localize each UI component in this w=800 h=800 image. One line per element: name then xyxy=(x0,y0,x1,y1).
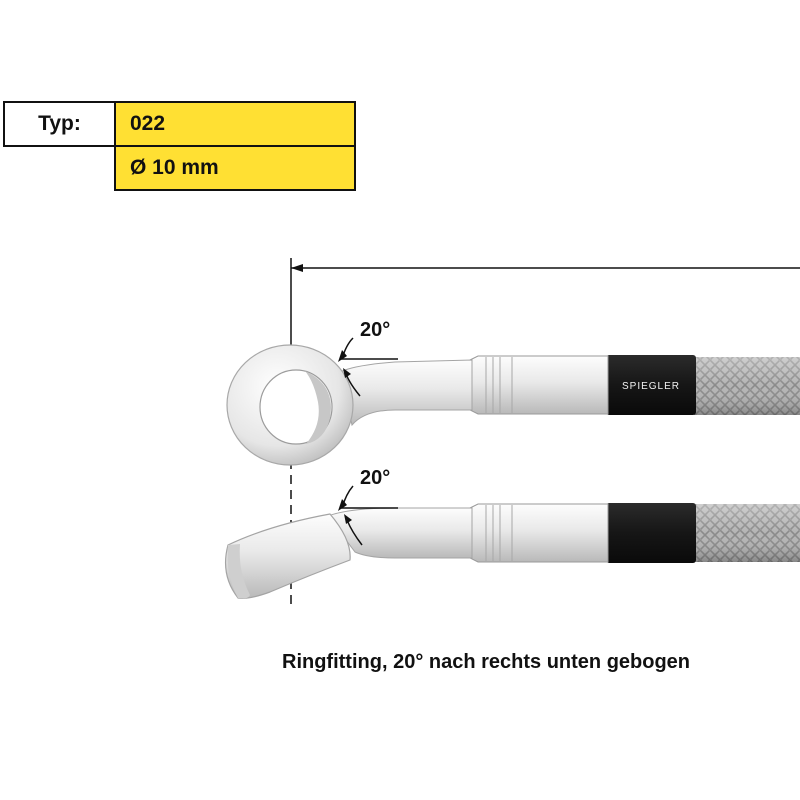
ring-eye-side xyxy=(225,513,351,599)
dimension-line xyxy=(291,264,800,272)
angle-annotation-top xyxy=(338,337,398,397)
angle-annotation-bottom xyxy=(338,485,398,546)
fitting-neck-top xyxy=(339,359,473,427)
fitting-neck-bottom xyxy=(327,507,473,559)
spec-table: Typ: 022 Ø 10 mm xyxy=(3,101,356,191)
diameter-value: Ø 10 mm xyxy=(114,145,356,191)
angle-label-top: 20° xyxy=(360,319,390,341)
fitting-sleeve-top xyxy=(469,355,609,415)
caption: Ringfitting, 20° nach rechts unten gebog… xyxy=(282,651,691,673)
spec-row-type: Typ: 022 xyxy=(3,101,356,147)
fitting-sleeve-bottom xyxy=(469,503,609,563)
fitting-top-view: SPIEGLER xyxy=(226,344,800,466)
brand-band-top xyxy=(606,355,696,415)
black-band-bottom xyxy=(606,503,696,563)
type-label: Typ: xyxy=(3,101,116,147)
brand-label-top: SPIEGLER xyxy=(622,381,680,392)
ring-hole-top xyxy=(259,369,333,445)
angle-label-bottom: 20° xyxy=(360,467,390,489)
spec-row-diameter: Ø 10 mm xyxy=(4,145,356,191)
fitting-side-view xyxy=(225,503,800,599)
type-value: 022 xyxy=(114,101,356,147)
